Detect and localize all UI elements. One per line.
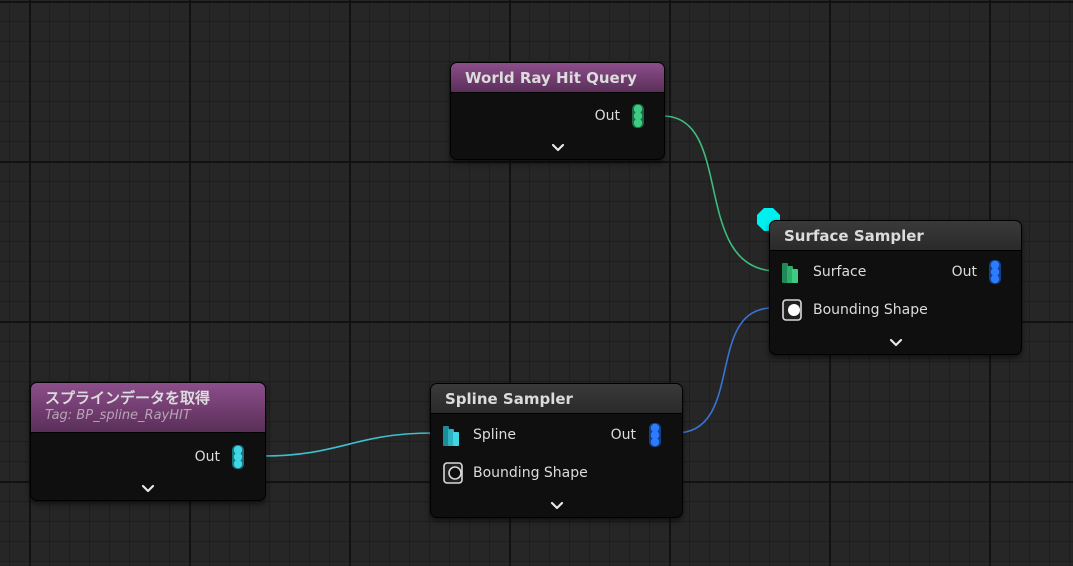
chevron-down-icon[interactable] bbox=[139, 482, 157, 496]
stacked-spatial-pin-icon[interactable] bbox=[441, 422, 461, 448]
node-header[interactable]: World Ray Hit Query bbox=[451, 63, 664, 93]
node-header[interactable]: Surface Sampler bbox=[770, 221, 1021, 251]
pin-label: Spline bbox=[473, 427, 517, 443]
wire-world-ray-to-surface[interactable] bbox=[662, 115, 778, 272]
stacked-data-pin-icon[interactable] bbox=[628, 103, 648, 129]
stacked-data-pin-icon[interactable] bbox=[645, 422, 665, 448]
pin-label: Surface bbox=[813, 264, 867, 280]
stacked-data-pin-icon[interactable] bbox=[228, 444, 248, 470]
node-title: Spline Sampler bbox=[445, 390, 573, 408]
pin-label: Out bbox=[951, 264, 977, 280]
stacked-data-pin-icon[interactable] bbox=[985, 259, 1005, 285]
input-pin-row-spline[interactable]: Spline Out bbox=[431, 422, 682, 448]
pin-label: Out bbox=[594, 108, 620, 124]
node-spline-sampler[interactable]: Spline Sampler Spline Out Bounding Shap bbox=[430, 383, 683, 518]
node-title: スプラインデータを取得 bbox=[45, 389, 211, 407]
bounding-shape-pin-icon[interactable] bbox=[782, 297, 802, 323]
input-pin-row-bounding-shape[interactable]: Bounding Shape bbox=[770, 297, 1021, 323]
node-title: World Ray Hit Query bbox=[465, 69, 637, 87]
node-subtitle: Tag: BP_spline_RayHIT bbox=[45, 408, 191, 423]
node-surface-sampler[interactable]: Surface Sampler Surface Out Bounding Sh bbox=[769, 220, 1022, 355]
wire-spline-data-to-spline[interactable] bbox=[262, 432, 434, 457]
stacked-spatial-pin-icon[interactable] bbox=[780, 259, 800, 285]
node-header[interactable]: スプラインデータを取得 Tag: BP_spline_RayHIT bbox=[31, 383, 265, 433]
output-pin-row-out[interactable]: Out bbox=[31, 444, 265, 470]
wire-spline-sampler-to-bounding[interactable] bbox=[675, 307, 773, 434]
output-pin-row-out[interactable]: Out bbox=[451, 103, 664, 129]
node-header[interactable]: Spline Sampler bbox=[431, 384, 682, 414]
node-title: Surface Sampler bbox=[784, 227, 924, 245]
chevron-down-icon[interactable] bbox=[549, 141, 567, 155]
chevron-down-icon[interactable] bbox=[548, 499, 566, 513]
input-pin-row-bounding-shape[interactable]: Bounding Shape bbox=[431, 460, 682, 486]
node-world-ray-hit-query[interactable]: World Ray Hit Query Out bbox=[450, 62, 665, 160]
pin-label: Bounding Shape bbox=[473, 465, 588, 481]
chevron-down-icon[interactable] bbox=[887, 336, 905, 350]
pin-label: Out bbox=[610, 427, 636, 443]
input-pin-row-surface[interactable]: Surface Out bbox=[770, 259, 1021, 285]
pin-label: Bounding Shape bbox=[813, 302, 928, 318]
bounding-shape-pin-icon[interactable] bbox=[443, 460, 463, 486]
node-get-spline-data[interactable]: スプラインデータを取得 Tag: BP_spline_RayHIT Out bbox=[30, 382, 266, 501]
pin-label: Out bbox=[194, 449, 220, 465]
